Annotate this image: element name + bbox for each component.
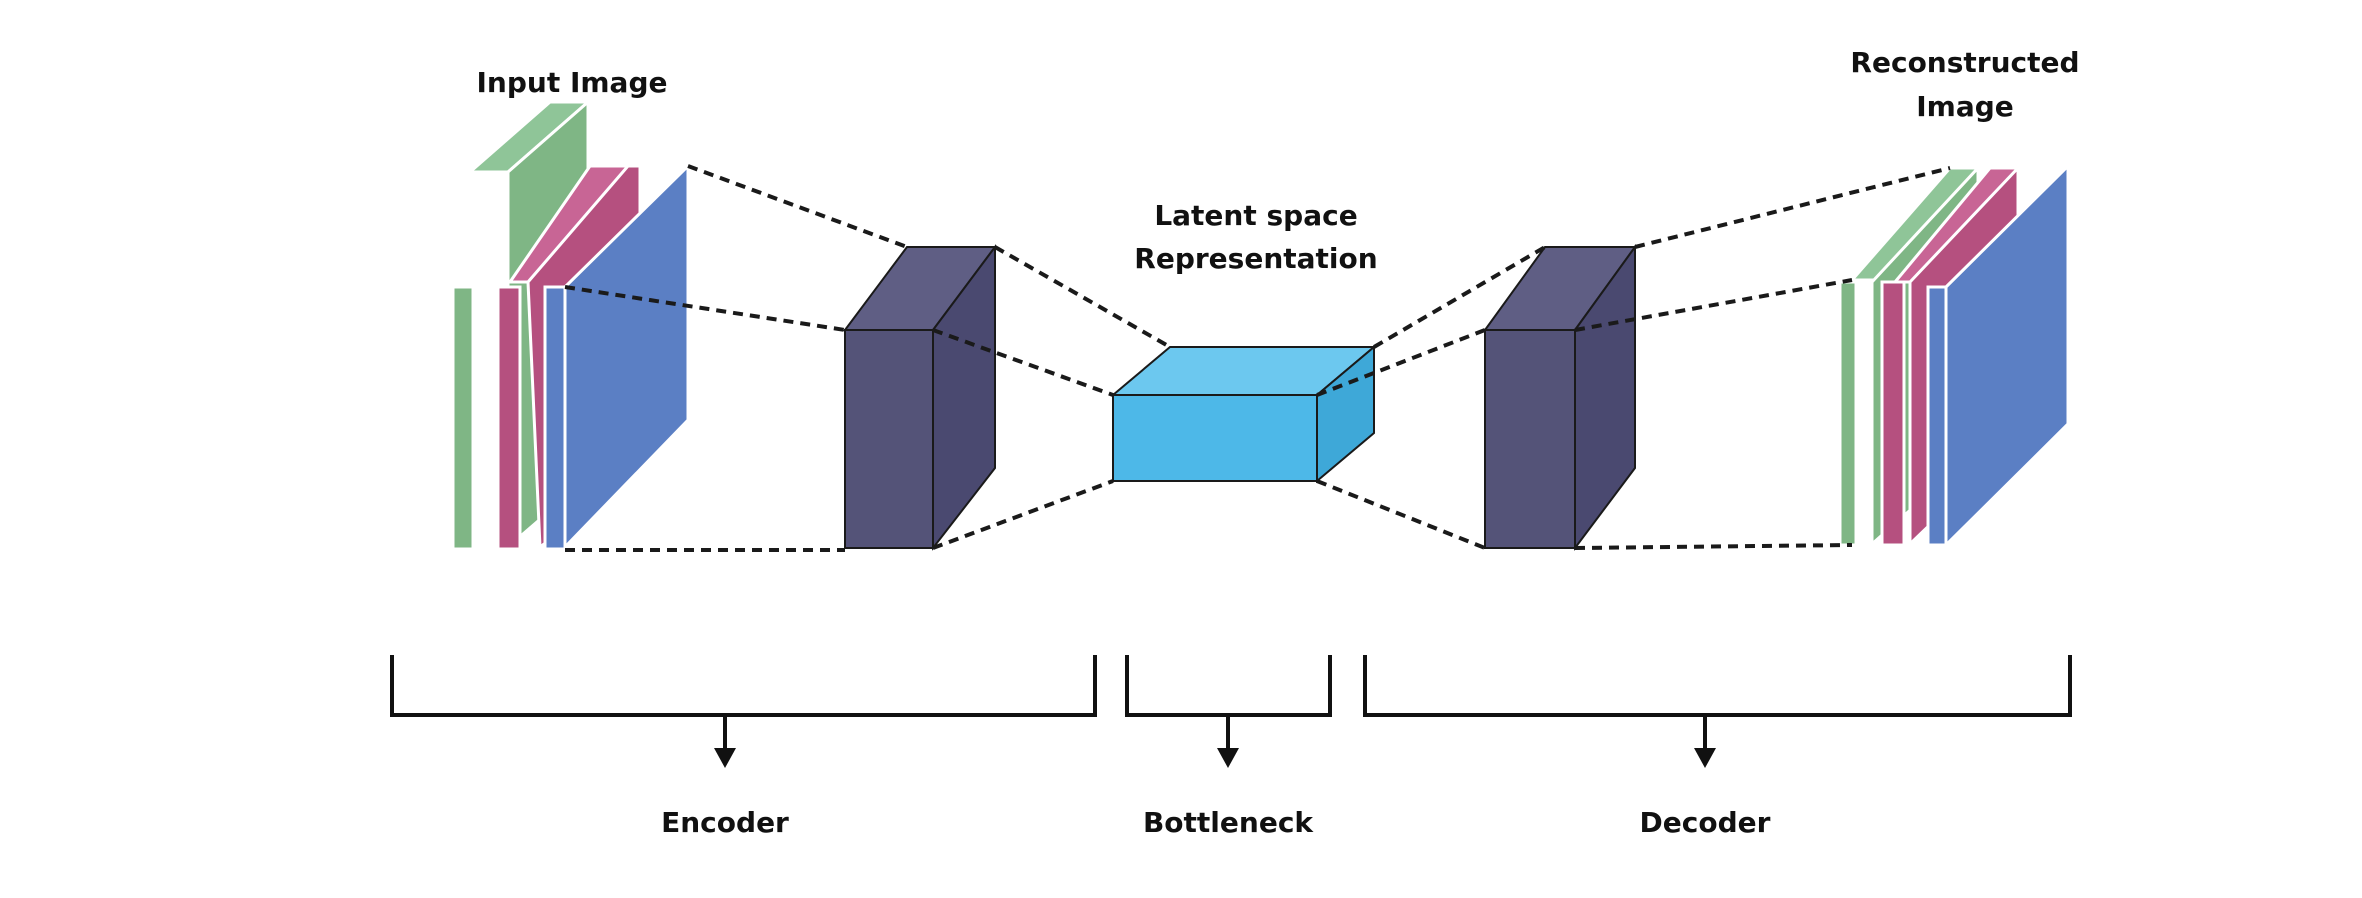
bottleneck-label: Bottleneck xyxy=(1143,806,1314,839)
output-channel-blue xyxy=(1926,162,2070,549)
latent-label-line1: Latent space xyxy=(1154,199,1357,232)
input-image-label: Input Image xyxy=(477,66,668,99)
reconstructed-label-line1: Reconstructed xyxy=(1850,46,2079,79)
connector-lines xyxy=(564,164,1951,552)
encoder-arrow-icon xyxy=(714,748,736,768)
reconstructed-image-stack xyxy=(1838,162,2070,549)
input-channel-blue xyxy=(543,162,690,551)
latent-label-line2: Representation xyxy=(1134,242,1377,275)
input-image-stack xyxy=(451,98,690,551)
encoder-bracket xyxy=(390,655,1097,768)
reconstructed-label-line2: Image xyxy=(1916,90,2014,123)
bottleneck-arrow-icon xyxy=(1217,748,1239,768)
latent-block xyxy=(1110,344,1377,484)
decoder-block xyxy=(1483,243,1637,551)
encoder-block xyxy=(843,243,997,551)
decoder-arrow-icon xyxy=(1694,748,1716,768)
encoder-label: Encoder xyxy=(661,806,789,839)
bottleneck-bracket xyxy=(1125,655,1332,768)
decoder-bracket xyxy=(1363,655,2072,768)
decoder-label: Decoder xyxy=(1640,806,1771,839)
